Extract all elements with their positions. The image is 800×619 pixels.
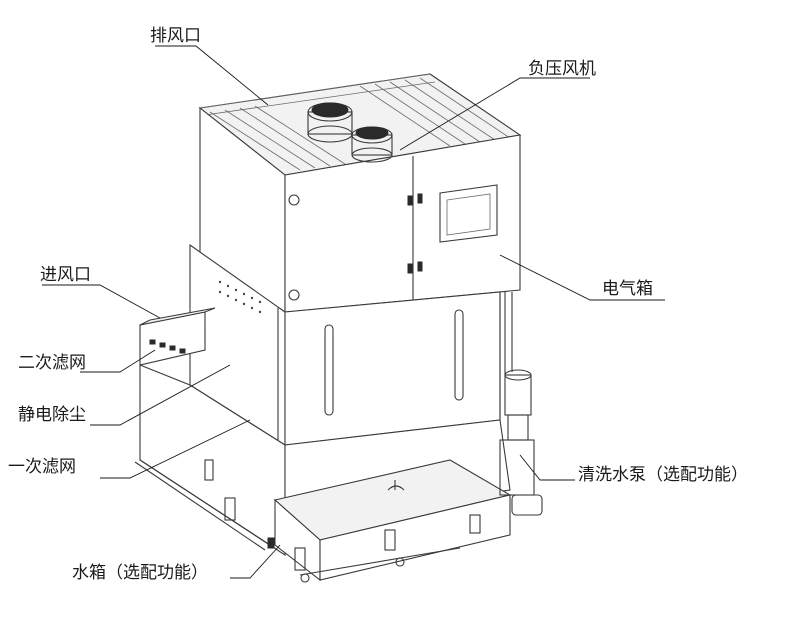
label-electrostatic-dust-removal: 静电除尘 (18, 405, 86, 425)
water-tank (267, 459, 512, 583)
label-air-inlet: 进风口 (40, 265, 91, 285)
label-negative-pressure-fan: 负压风机 (528, 59, 596, 79)
leader-lines (42, 45, 665, 579)
label-exhaust-outlet: 排风口 (150, 26, 201, 46)
filter-section (189, 243, 501, 446)
fan-housing (198, 73, 522, 314)
inlet-tray (139, 307, 216, 366)
label-electrical-box: 电气箱 (602, 279, 653, 299)
label-cleaning-pump: 清洗水泵（选配功能） (578, 465, 748, 485)
label-water-tank: 水箱（选配功能） (72, 563, 208, 583)
label-primary-filter: 一次滤网 (8, 457, 76, 477)
label-secondary-filter: 二次滤网 (18, 353, 86, 373)
fan-motors (307, 102, 393, 163)
cleaning-pump (499, 292, 543, 516)
